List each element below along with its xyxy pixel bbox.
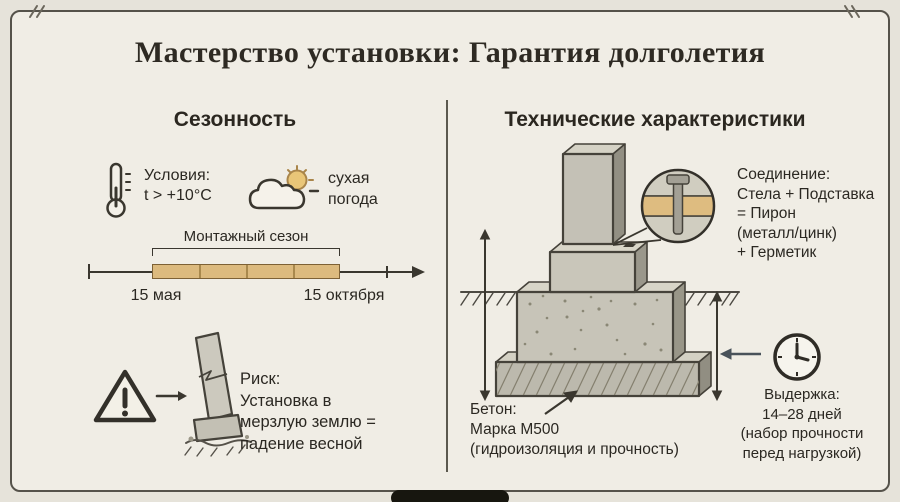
panel-frame	[10, 10, 890, 492]
dimension-arrow-left	[479, 228, 491, 402]
weather-line: сухая	[328, 170, 370, 187]
clock-icon	[773, 333, 821, 381]
curing-line: перед нагрузкой)	[742, 444, 862, 462]
pin-connection-callout	[640, 168, 716, 244]
thermometer-icon	[106, 162, 131, 218]
weather-conditions: сухая погода	[328, 168, 378, 210]
concrete-line: Марка М500	[470, 421, 560, 438]
curing-text: Выдержка: 14–28 дней (набор прочности пе…	[722, 385, 882, 463]
pebble	[188, 436, 194, 442]
season-band-divider	[199, 265, 201, 278]
crack-line	[198, 370, 228, 381]
risk-line: падение весной	[240, 434, 363, 453]
connection-line: = Пирон	[737, 205, 796, 222]
pebble	[245, 435, 249, 439]
ground-line	[185, 439, 252, 447]
curing-pointer-arrow	[719, 348, 761, 360]
season-band	[152, 264, 340, 279]
fallen-monument-illustration	[184, 331, 252, 457]
tilted-stele	[194, 331, 234, 422]
page-title: Мастерство установки: Гарантия долголети…	[134, 36, 766, 69]
tilted-base	[192, 413, 244, 443]
right-column-heading: Технические характеристики	[504, 108, 806, 131]
season-band-divider	[293, 265, 295, 278]
risk-line: мерзлую землю =	[240, 413, 376, 431]
corner-hatch-left-icon	[29, 5, 45, 18]
season-label: Монтажный сезон	[183, 228, 309, 245]
timeline-arrowhead-icon	[412, 266, 425, 278]
concrete-text: Бетон: Марка М500 (гидроизоляция и прочн…	[470, 400, 679, 460]
bottom-notch	[391, 490, 509, 502]
connection-line: + Герметик	[737, 244, 817, 261]
risk-line: Установка в	[240, 391, 332, 410]
ground-right	[685, 291, 740, 306]
base-hatching	[496, 363, 699, 395]
monument-foundation-illustration	[460, 143, 761, 415]
risk-line: Риск:	[240, 370, 281, 388]
temperature-label: Условия:	[144, 167, 211, 184]
curing-line: 14–28 дней	[762, 405, 842, 423]
left-column-heading: Сезонность	[173, 108, 297, 131]
season-end-date: 15 октября	[303, 287, 385, 304]
weather-line: погода	[328, 191, 378, 208]
temperature-conditions: Условия: t > +10°C	[144, 166, 212, 206]
connection-line: Соединение:	[737, 166, 831, 183]
concrete-speckles	[523, 294, 663, 356]
curing-line: (набор прочности	[740, 425, 864, 442]
timeline-end-tick	[386, 266, 388, 278]
concrete-line: Бетон:	[470, 401, 517, 418]
cloud-icon	[248, 178, 306, 210]
connection-text: Соединение: Стела + Подставка = Пирон (м…	[737, 165, 874, 263]
temperature-value: t > +10°C	[144, 187, 212, 204]
pin-socket	[623, 244, 636, 247]
risk-text: Риск: Установка в мерзлую землю = падени…	[240, 369, 376, 455]
corner-hatch-right-icon	[844, 5, 860, 18]
season-band-divider	[246, 265, 248, 278]
concrete-pointer-arrow	[544, 390, 578, 415]
risk-arrow-icon	[155, 391, 187, 401]
foundation-block	[515, 281, 686, 364]
season-start-date: 15 мая	[130, 287, 182, 304]
connection-line: Стела + Подставка	[737, 185, 875, 203]
cloud-sun-icon	[248, 165, 320, 210]
pin-icon	[666, 174, 690, 235]
ground-left	[460, 291, 517, 306]
timeline-start-tick	[88, 264, 90, 279]
column-divider	[446, 100, 448, 472]
pedestal-stand	[548, 241, 648, 294]
concrete-line: (гидроизоляция и прочность)	[470, 441, 679, 458]
season-bracket	[152, 248, 340, 256]
connection-line: (металл/цинк)	[737, 224, 837, 242]
callout-leader-lines	[612, 227, 662, 246]
warning-triangle-icon	[93, 369, 157, 423]
soil-hatching	[184, 444, 246, 457]
dimension-arrow-right	[711, 290, 723, 402]
stele	[561, 143, 626, 246]
curing-line: Выдержка:	[764, 386, 840, 403]
